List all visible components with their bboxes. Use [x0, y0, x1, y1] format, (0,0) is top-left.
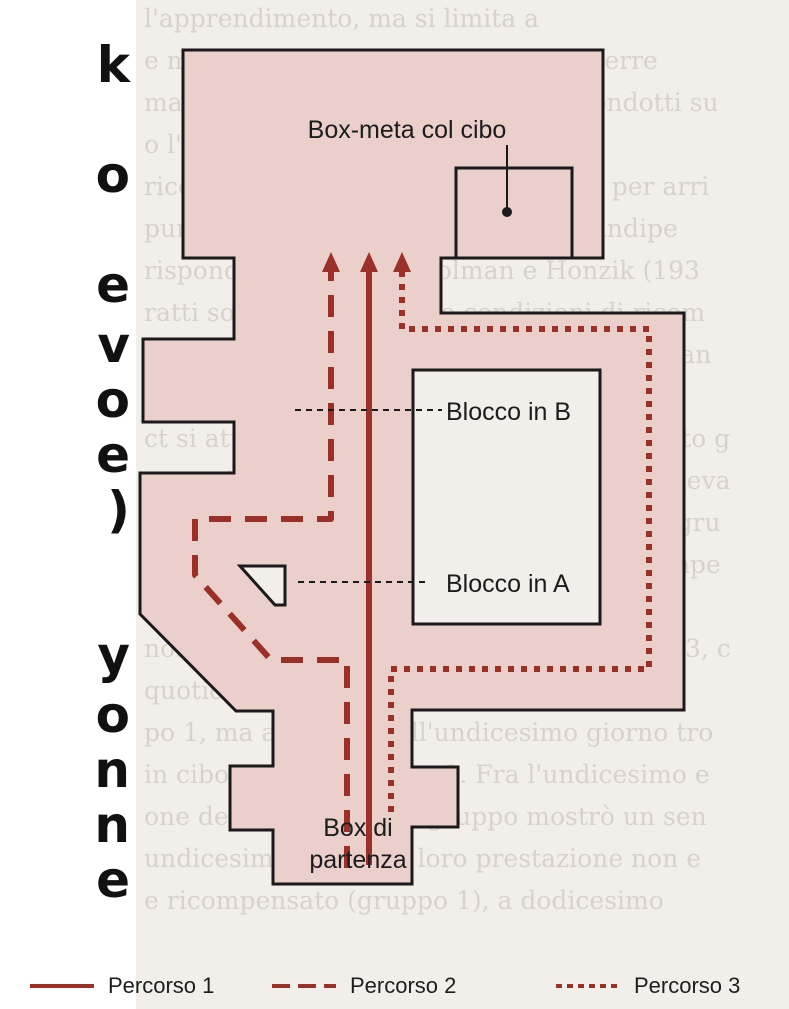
goal-box-inner: [454, 166, 574, 260]
block-a-label: Blocco in A: [446, 570, 570, 598]
legend-swatch-dotted: [556, 984, 620, 988]
margin-letter: o: [95, 146, 130, 204]
background-text-line: e ricompensato (gruppo 1), a dodicesimo: [144, 886, 664, 915]
block-a: [236, 564, 287, 607]
margin-letter: e: [96, 426, 130, 484]
background-text-line: undicesimo giorno la loro prestazione no…: [144, 844, 702, 873]
start-box-label-line1: Box di: [323, 814, 392, 842]
legend-label: Percorso 1: [108, 973, 215, 998]
path-3-line: [388, 272, 652, 812]
path-2-line: [192, 272, 350, 868]
margin-letter: v: [97, 316, 130, 374]
goal-label-dot: [502, 207, 512, 217]
margin-letter: k: [96, 36, 130, 94]
margin-letter: ): [107, 481, 130, 539]
margin-letter: o: [95, 686, 130, 744]
legend-item-path-1: Percorso 1: [30, 968, 214, 1004]
legend-label: Percorso 2: [350, 973, 457, 998]
margin-letter: y: [97, 626, 130, 684]
block-b: [411, 368, 602, 626]
path-1-arrowhead: [360, 252, 378, 272]
legend-swatch-solid: [30, 984, 94, 988]
scan-margin-strip: k o e v o e ) y o n n e: [0, 0, 136, 1009]
legend-item-path-2: Percorso 2: [272, 968, 456, 1004]
margin-letter: e: [96, 256, 130, 314]
path-2-arrowhead: [322, 252, 340, 272]
goal-box-label: Box-meta col cibo: [308, 116, 507, 144]
start-box-label-line2: partenza: [309, 846, 406, 874]
background-text-line: l'apprendimento, ma si limita a: [144, 4, 540, 33]
background-text-line: po 1, ma a partire dall'undicesimo giorn…: [144, 718, 714, 747]
margin-letter: n: [94, 741, 130, 799]
margin-letter: n: [94, 796, 130, 854]
margin-letter: o: [95, 371, 130, 429]
path-3-arrowhead: [393, 252, 411, 272]
legend-item-path-3: Percorso 3: [556, 968, 740, 1004]
block-b-label: Blocco in B: [446, 398, 571, 426]
legend: Percorso 1 Percorso 2 Percorso 3: [0, 968, 789, 1004]
legend-swatch-dashed: [272, 984, 336, 988]
legend-label: Percorso 3: [634, 973, 741, 998]
margin-letter: e: [96, 851, 130, 909]
